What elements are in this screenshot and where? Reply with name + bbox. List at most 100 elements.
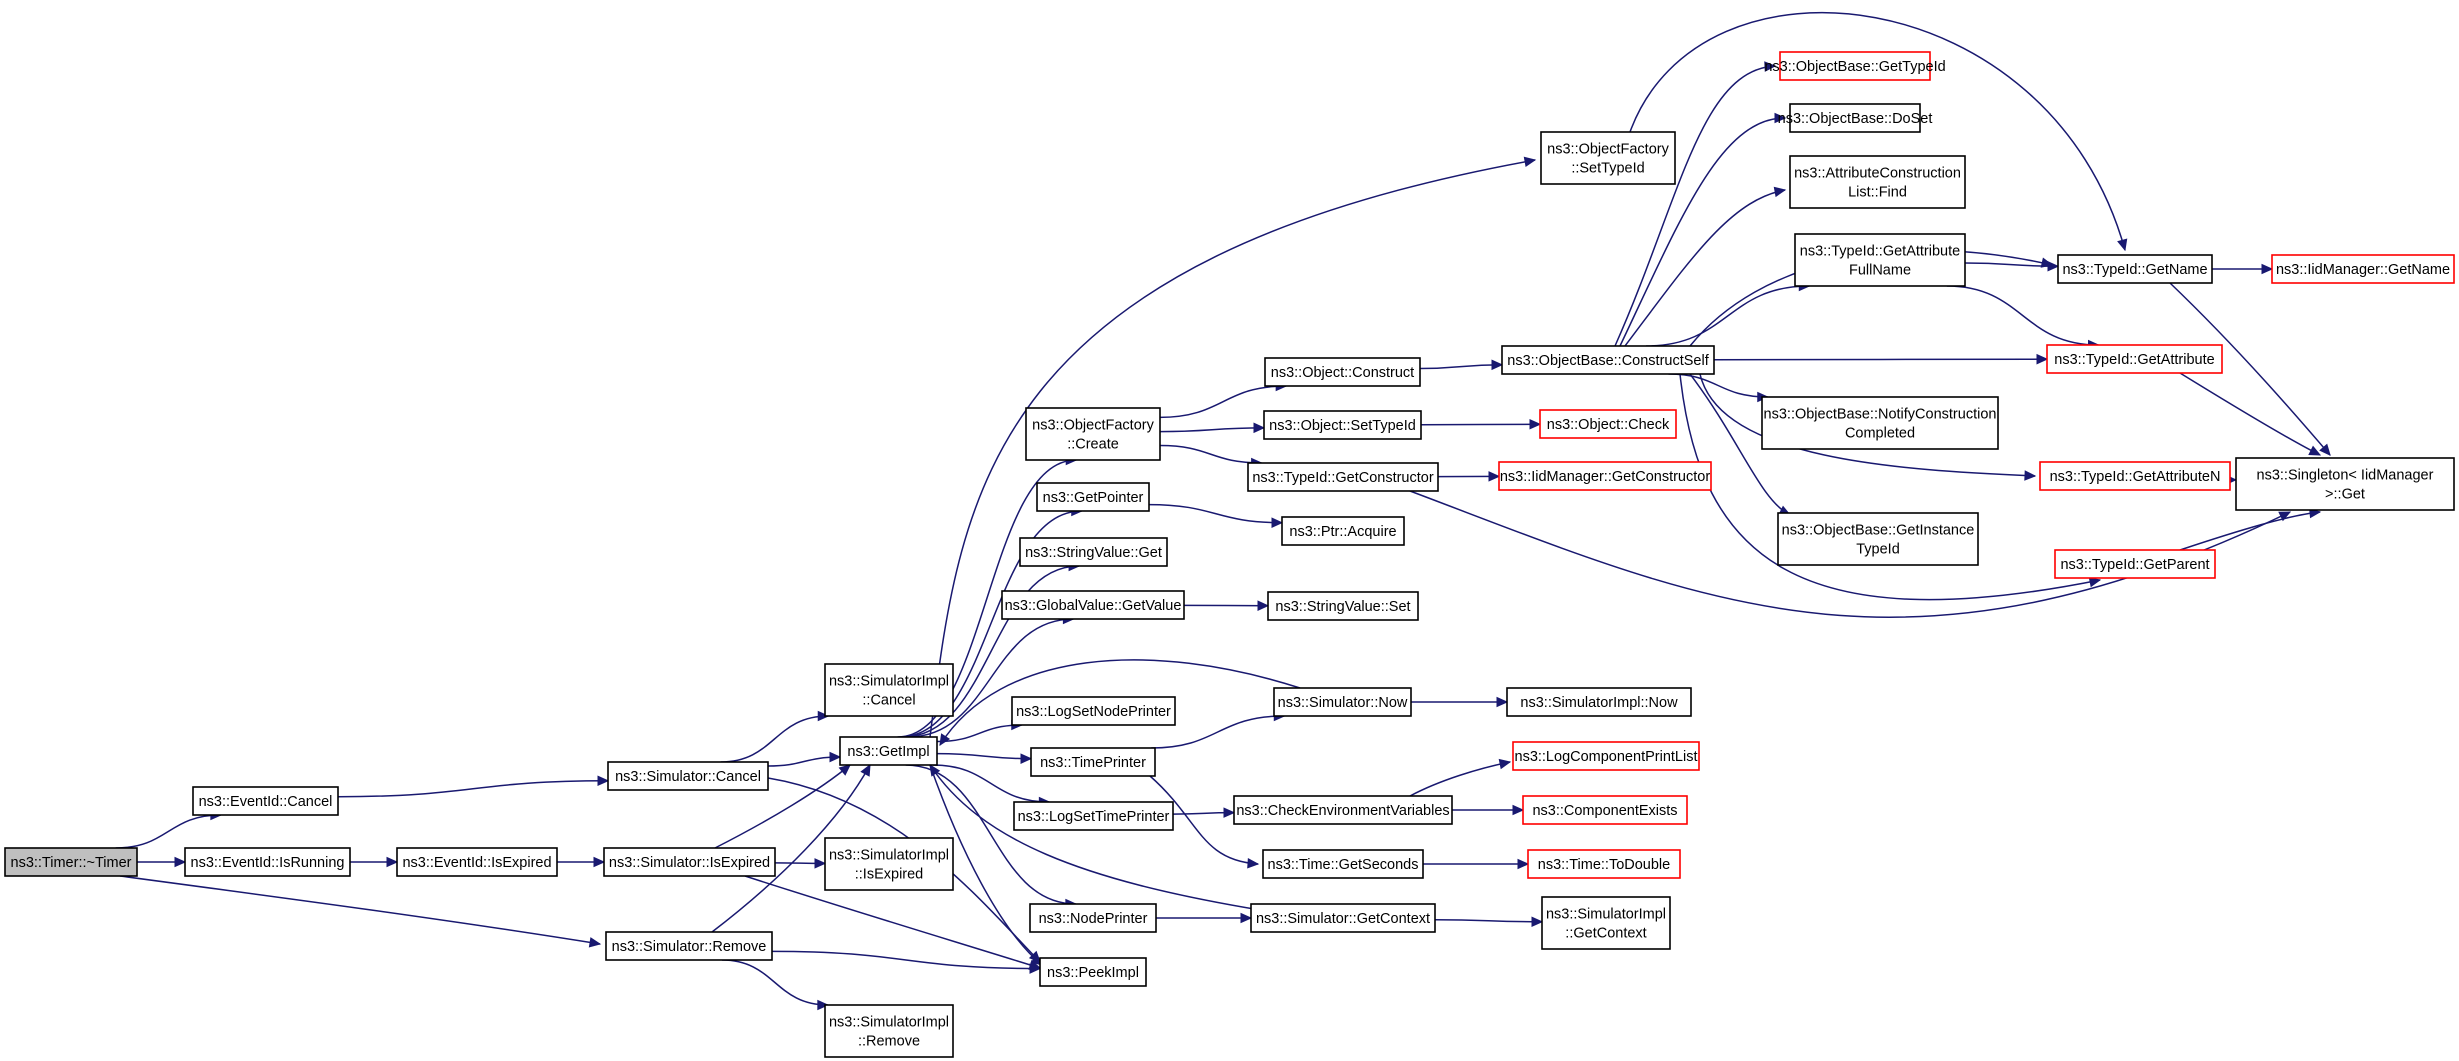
node-typeid-getattributen[interactable]: ns3::TypeId::GetAttributeN bbox=[2039, 461, 2231, 491]
call-edge bbox=[939, 659, 1301, 747]
node-obj-check[interactable]: ns3::Object::Check bbox=[1539, 409, 1677, 439]
node-label: ns3::TypeId::GetAttribute bbox=[1800, 244, 1960, 260]
node-eventid-isrunning[interactable]: ns3::EventId::IsRunning bbox=[184, 847, 351, 877]
node-simimpl-remove[interactable]: ns3::SimulatorImpl::Remove bbox=[824, 1004, 954, 1058]
node-getimpl[interactable]: ns3::GetImpl bbox=[839, 736, 938, 766]
node-timer-dtor[interactable]: ns3::Timer::~Timer bbox=[4, 847, 138, 877]
call-edge-arrowhead bbox=[386, 856, 399, 868]
node-box bbox=[1506, 687, 1692, 717]
node-simimpl-now[interactable]: ns3::SimulatorImpl::Now bbox=[1506, 687, 1692, 717]
node-label: ns3::ObjectFactory bbox=[1032, 418, 1154, 434]
node-simimpl-isexpired[interactable]: ns3::SimulatorImpl::IsExpired bbox=[824, 837, 954, 891]
node-sim-now[interactable]: ns3::Simulator::Now bbox=[1273, 687, 1412, 717]
node-obj-settypeid[interactable]: ns3::Object::SetTypeId bbox=[1263, 410, 1422, 440]
node-ptr-acquire[interactable]: ns3::Ptr::Acquire bbox=[1281, 516, 1405, 546]
node-objfactory-create[interactable]: ns3::ObjectFactory::Create bbox=[1025, 407, 1161, 461]
node-singleton-get[interactable]: ns3::Singleton< IidManager >::Get bbox=[2235, 457, 2455, 511]
node-label: ::Cancel bbox=[862, 693, 915, 709]
call-edge-line bbox=[337, 779, 609, 798]
call-edge-arrowhead bbox=[2036, 353, 2049, 365]
node-nodeprinter[interactable]: ns3::NodePrinter bbox=[1029, 903, 1157, 933]
node-simimpl-cancel[interactable]: ns3::SimulatorImpl::Cancel bbox=[824, 663, 954, 717]
node-objbase-notifyconstructioncompleted[interactable]: ns3::ObjectBase::NotifyConstructionCompl… bbox=[1761, 396, 1999, 450]
call-edge-line bbox=[1159, 444, 1262, 464]
node-logsetnodeprinter[interactable]: ns3::LogSetNodePrinter bbox=[1011, 696, 1176, 726]
node-label: ns3::EventId::IsExpired bbox=[402, 855, 551, 871]
call-edge-line bbox=[1668, 373, 1768, 398]
node-label: ns3::Simulator::Remove bbox=[612, 939, 767, 955]
node-timeprinter[interactable]: ns3::TimePrinter bbox=[1030, 747, 1156, 777]
call-edge-line bbox=[908, 618, 1074, 738]
node-label: ns3::TypeId::GetAttribute bbox=[2054, 352, 2214, 368]
call-edge-arrowhead bbox=[2047, 261, 2060, 272]
call-edge-arrowhead bbox=[2117, 238, 2128, 252]
node-label: ns3::ObjectBase::GetTypeId bbox=[1764, 59, 1945, 75]
node-label: ns3::TypeId::GetAttributeN bbox=[2050, 469, 2221, 485]
node-iidmgr-getconstructor[interactable]: ns3::IidManager::GetConstructor bbox=[1498, 461, 1712, 491]
call-edge bbox=[2212, 263, 2274, 275]
call-edge-arrowhead bbox=[939, 733, 951, 747]
node-objfactory-settypeid[interactable]: ns3::ObjectFactory::SetTypeId bbox=[1540, 131, 1676, 185]
node-simimpl-getcontext[interactable]: ns3::SimulatorImpl::GetContext bbox=[1541, 896, 1671, 950]
node-iidmgr-getname[interactable]: ns3::IidManager::GetName bbox=[2271, 254, 2455, 284]
node-sim-remove[interactable]: ns3::Simulator::Remove bbox=[605, 931, 773, 961]
node-time-todouble[interactable]: ns3::Time::ToDouble bbox=[1527, 849, 1681, 879]
call-edge bbox=[774, 858, 827, 869]
node-logcomponentprintlist[interactable]: ns3::LogComponentPrintList bbox=[1512, 741, 1700, 771]
node-stringvalue-get[interactable]: ns3::StringValue::Get bbox=[1019, 537, 1168, 567]
node-eventid-cancel[interactable]: ns3::EventId::Cancel bbox=[192, 786, 339, 816]
node-box bbox=[1233, 795, 1453, 825]
node-box bbox=[2046, 344, 2223, 374]
node-sim-cancel[interactable]: ns3::Simulator::Cancel bbox=[607, 761, 769, 791]
node-box bbox=[2057, 254, 2213, 284]
node-box bbox=[1512, 741, 1700, 771]
call-edge-arrowhead bbox=[814, 858, 827, 869]
node-typeid-getname[interactable]: ns3::TypeId::GetName bbox=[2057, 254, 2213, 284]
call-edge-line bbox=[2169, 282, 2331, 456]
call-edge-arrowhead bbox=[1240, 912, 1253, 924]
node-objbase-gettypeid[interactable]: ns3::ObjectBase::GetTypeId bbox=[1764, 51, 1946, 81]
node-box bbox=[396, 847, 558, 877]
node-logsettimeprinter[interactable]: ns3::LogSetTimePrinter bbox=[1013, 801, 1174, 831]
node-globalvalue-getvalue[interactable]: ns3::GlobalValue::GetValue bbox=[1001, 590, 1185, 620]
call-edge-line bbox=[1614, 65, 1776, 347]
call-edge bbox=[1149, 775, 1260, 869]
node-objbase-constructself[interactable]: ns3::ObjectBase::ConstructSelf bbox=[1501, 345, 1715, 375]
node-label: ns3::SimulatorImpl bbox=[829, 1015, 949, 1031]
call-edge bbox=[1409, 758, 1512, 797]
node-box bbox=[1036, 482, 1150, 512]
node-objbase-doset[interactable]: ns3::ObjectBase::DoSet bbox=[1778, 103, 1933, 133]
call-edge-line bbox=[1946, 285, 2099, 346]
node-box bbox=[4, 847, 138, 877]
node-typeid-getparent[interactable]: ns3::TypeId::GetParent bbox=[2054, 549, 2216, 579]
call-edge-arrowhead bbox=[1488, 471, 1501, 482]
node-box bbox=[1501, 345, 1715, 375]
node-checkenv[interactable]: ns3::CheckEnvironmentVariables bbox=[1233, 795, 1453, 825]
call-edge-line bbox=[1159, 427, 1265, 433]
node-label: ns3::PeekImpl bbox=[1047, 965, 1139, 981]
node-getpointer[interactable]: ns3::GetPointer bbox=[1036, 482, 1150, 512]
node-sim-isexpired[interactable]: ns3::Simulator::IsExpired bbox=[603, 847, 776, 877]
node-label: ::IsExpired bbox=[855, 867, 924, 883]
call-edge-line bbox=[1624, 189, 1786, 347]
node-obj-construct[interactable]: ns3::Object::Construct bbox=[1264, 357, 1421, 387]
node-time-getseconds[interactable]: ns3::Time::GetSeconds bbox=[1262, 849, 1424, 879]
call-edge-arrowhead bbox=[2024, 470, 2037, 481]
node-box bbox=[1039, 957, 1147, 987]
node-eventid-isexpired[interactable]: ns3::EventId::IsExpired bbox=[396, 847, 558, 877]
node-stringvalue-set[interactable]: ns3::StringValue::Set bbox=[1267, 591, 1419, 621]
node-box bbox=[1777, 512, 1979, 566]
node-box bbox=[839, 736, 938, 766]
node-componentexists[interactable]: ns3::ComponentExists bbox=[1522, 795, 1688, 825]
call-edge-line bbox=[1619, 117, 1786, 347]
node-sim-getcontext[interactable]: ns3::Simulator::GetContext bbox=[1250, 903, 1436, 933]
call-edge-arrowhead bbox=[1773, 186, 1787, 198]
node-typeid-getattribute[interactable]: ns3::TypeId::GetAttribute bbox=[2046, 344, 2223, 374]
node-box bbox=[1794, 233, 1966, 287]
node-peekimpl[interactable]: ns3::PeekImpl bbox=[1039, 957, 1147, 987]
node-typeid-getconstructor[interactable]: ns3::TypeId::GetConstructor bbox=[1247, 462, 1439, 492]
